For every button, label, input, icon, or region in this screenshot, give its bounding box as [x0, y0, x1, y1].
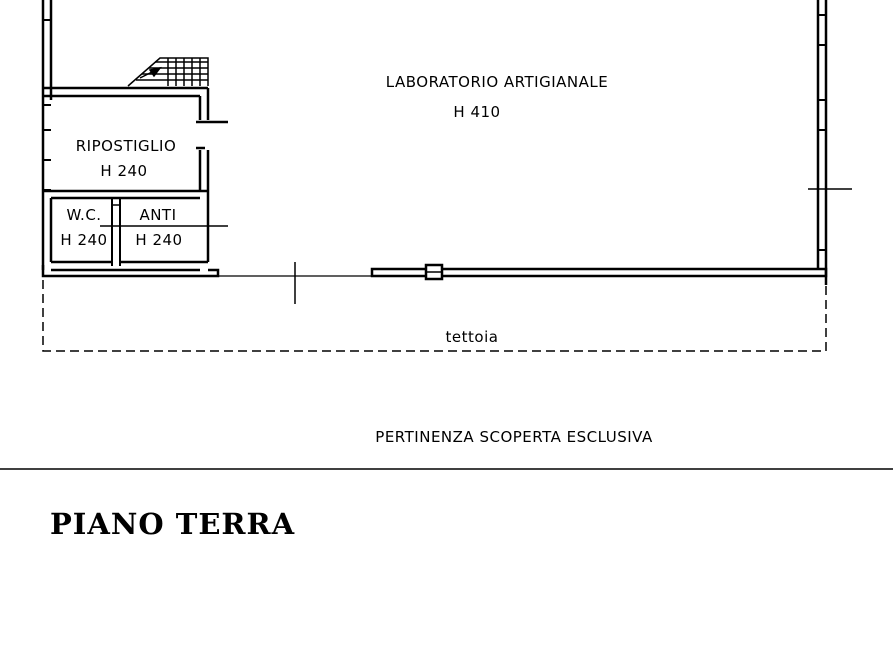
- tettoia-outline: [42, 280, 827, 352]
- right-wall: [808, 0, 852, 285]
- tettoia-label: tettoia: [446, 328, 499, 346]
- floor-title: PIANO TERRA: [50, 507, 295, 541]
- laboratorio-label: LABORATORIO ARTIGIANALE: [386, 73, 608, 91]
- ripostiglio-label: RIPOSTIGLIO: [76, 137, 177, 155]
- laboratorio-height: H 410: [453, 103, 500, 121]
- ripostiglio-height: H 240: [100, 162, 147, 180]
- pertinenza-label: PERTINENZA SCOPERTA ESCLUSIVA: [375, 428, 653, 446]
- service-block-walls: [43, 86, 228, 266]
- bottom-wall: [41, 262, 828, 304]
- staircase: [127, 57, 209, 87]
- wc-label: W.C.: [66, 206, 101, 224]
- left-wall: [41, 0, 53, 270]
- wc-height: H 240: [60, 231, 107, 249]
- anti-label: ANTI: [139, 206, 176, 224]
- anti-height: H 240: [135, 231, 182, 249]
